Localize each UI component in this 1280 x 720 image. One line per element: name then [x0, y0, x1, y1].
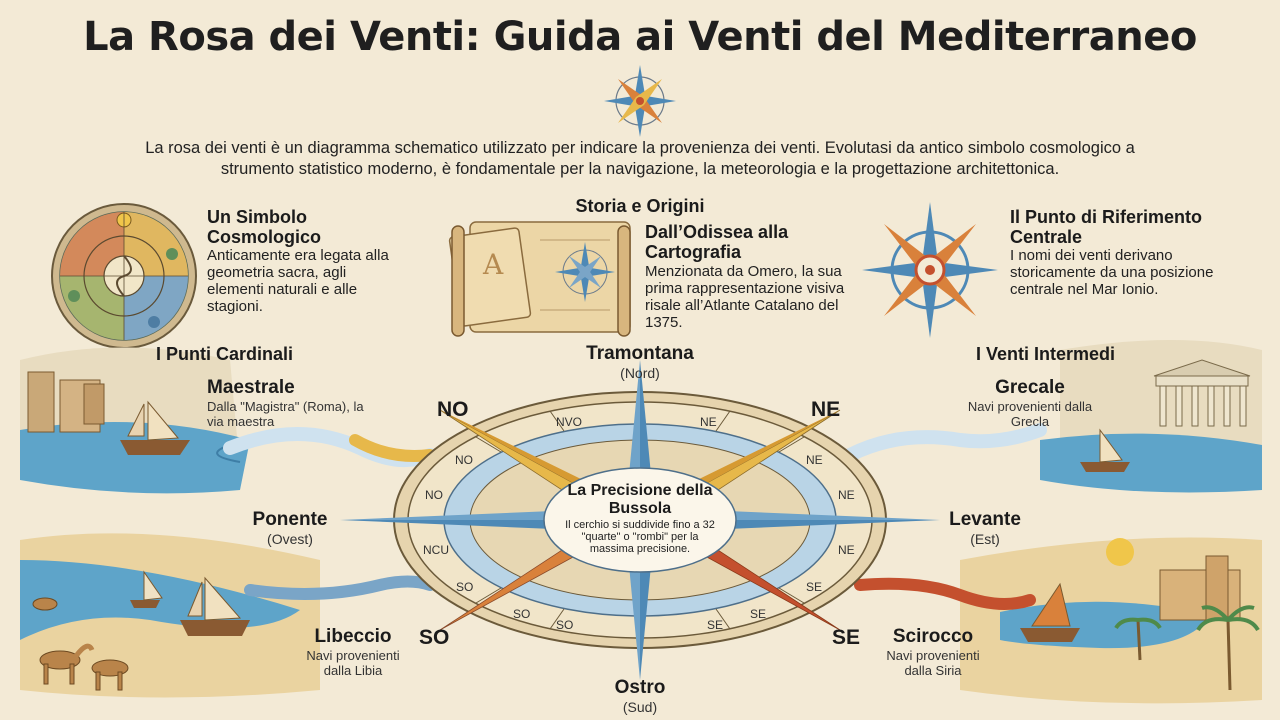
- ring-label: NCU: [423, 543, 449, 557]
- direction-ne: NE: [811, 398, 841, 421]
- ring-label: NVO: [556, 415, 583, 429]
- ring-label: NO: [455, 453, 473, 467]
- libeccio-landscape-illustration: [20, 533, 320, 698]
- reference-compass-star-illustration: [862, 202, 998, 338]
- central-compass-rose: [340, 360, 940, 680]
- history-heading: Storia e Origini: [575, 196, 705, 216]
- ring-label: SE: [750, 607, 767, 621]
- tramontana-label: Tramontana: [586, 343, 694, 364]
- maestrale-landscape-illustration: [20, 347, 250, 494]
- history-text: Menzionata da Omero, la sua prima rappre…: [645, 263, 845, 331]
- compass-precision-title: La Precisione della Bussola: [567, 482, 713, 517]
- compass-precision-text: Il cerchio si suddivide fino a 32 "quart…: [565, 519, 715, 555]
- levante-direction: (Est): [970, 531, 1000, 547]
- ring-label: SO: [513, 607, 531, 621]
- ring-label: NE: [806, 453, 823, 467]
- ring-label: NO: [425, 488, 443, 502]
- scroll-map-illustration: [448, 221, 631, 337]
- direction-se: SE: [832, 626, 861, 649]
- ring-label: NE: [838, 543, 855, 557]
- ring-label: NE: [700, 415, 717, 429]
- libeccio-description: Navi provenienti dalla Libia: [306, 648, 400, 678]
- grecale-description: Navi provenienti dalla Grecla: [967, 399, 1093, 429]
- compass-rose-icon: [604, 65, 676, 137]
- scroll-letter: A: [483, 248, 504, 281]
- cosmological-text: Anticamente era legata alla geometria sa…: [207, 247, 389, 315]
- ring-label: SO: [556, 618, 574, 632]
- direction-no: NO: [437, 398, 469, 421]
- cosmological-medallion-illustration: [51, 203, 197, 349]
- libeccio-label: Libeccio: [314, 626, 392, 647]
- ring-label: NE: [838, 488, 855, 502]
- reference-text: I nomi dei venti derivano storicamente d…: [1010, 247, 1214, 298]
- intermediate-winds-heading: I Venti Intermedi: [976, 344, 1116, 364]
- cardinal-points-heading: I Punti Cardinali: [156, 344, 294, 364]
- levante-label: Levante: [949, 509, 1021, 530]
- reference-title: Il Punto di Riferimento Centrale: [1010, 207, 1202, 247]
- scirocco-landscape-illustration: [960, 537, 1262, 704]
- maestrale-description: Dalla "Magistra" (Roma), la via maestra: [207, 399, 364, 429]
- cosmological-title: Un Simbolo Cosmologico: [207, 207, 322, 247]
- history-title: Dall’Odissea alla Cartografia: [645, 222, 789, 262]
- page-title: La Rosa dei Venti: Guida ai Venti del Me…: [83, 14, 1197, 60]
- maestrale-label: Maestrale: [207, 377, 295, 398]
- direction-so: SO: [419, 626, 450, 649]
- ostro-direction: (Sud): [622, 699, 658, 715]
- grecale-landscape-illustration: [1040, 340, 1262, 493]
- intro-paragraph: La rosa dei venti è un diagramma schemat…: [145, 139, 1135, 178]
- ponente-label: Ponente: [252, 509, 328, 530]
- grecale-label: Grecale: [995, 377, 1065, 398]
- ring-label: SE: [707, 618, 724, 632]
- ring-label: SE: [806, 580, 823, 594]
- ring-label: SO: [456, 580, 474, 594]
- scirocco-description: Navi provenienti dalla Siria: [886, 648, 980, 678]
- ponente-direction: (Ovest): [267, 531, 313, 547]
- scirocco-label: Scirocco: [892, 626, 974, 647]
- ostro-label: Ostro: [614, 677, 666, 698]
- tramontana-direction: (Nord): [620, 365, 660, 381]
- wind-ribbons: [223, 423, 1047, 610]
